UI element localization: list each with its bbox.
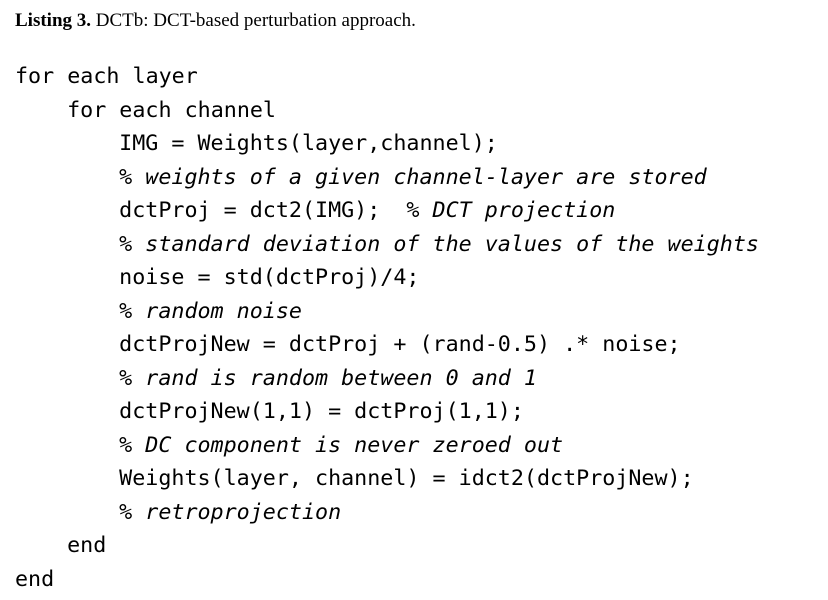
code-text: dctProjNew(1,1) = dctProj(1,1); bbox=[119, 399, 524, 424]
code-line: % rand is random between 0 and 1 bbox=[15, 362, 759, 396]
code-line: IMG = Weights(layer,channel); bbox=[15, 127, 759, 161]
code-text: Weights(layer, channel) = idct2(dctProjN… bbox=[119, 466, 694, 491]
code-line: for each layer bbox=[15, 60, 759, 94]
code-text: for each channel bbox=[67, 97, 276, 123]
code-text: dctProj = dct2(IMG); bbox=[119, 198, 407, 223]
code-comment: % random noise bbox=[119, 298, 302, 324]
code-text: for each layer bbox=[15, 64, 198, 89]
code-comment: % DCT projection bbox=[406, 198, 616, 223]
code-text: end bbox=[15, 566, 55, 592]
code-line: % DC component is never zeroed out bbox=[15, 429, 759, 463]
code-line: dctProj = dct2(IMG); % DCT projection bbox=[15, 194, 759, 228]
code-line: dctProjNew = dctProj + (rand-0.5) .* noi… bbox=[15, 328, 759, 362]
code-comment: % rand is random between 0 and 1 bbox=[119, 365, 537, 391]
code-line: noise = std(dctProj)/4; bbox=[15, 261, 759, 295]
listing-caption: Listing 3. DCTb: DCT-based perturbation … bbox=[15, 9, 416, 33]
code-line: % standard deviation of the values of th… bbox=[15, 228, 759, 262]
code-line: % weights of a given channel-layer are s… bbox=[15, 161, 759, 195]
code-comment: % standard deviation of the values of th… bbox=[119, 231, 759, 257]
code-line: end bbox=[15, 563, 759, 597]
code-text: noise = std(dctProj)/4; bbox=[119, 265, 420, 290]
code-text: dctProjNew = dctProj + (rand-0.5) .* noi… bbox=[119, 332, 681, 357]
code-line: for each channel bbox=[15, 94, 759, 128]
code-comment: % DC component is never zeroed out bbox=[119, 432, 564, 458]
code-comment: % retroprojection bbox=[119, 499, 342, 525]
code-line: % random noise bbox=[15, 295, 759, 329]
listing-caption-text: DCTb: DCT-based perturbation approach. bbox=[91, 10, 416, 31]
code-line: dctProjNew(1,1) = dctProj(1,1); bbox=[15, 395, 759, 429]
code-text: end bbox=[67, 533, 107, 558]
code-line: Weights(layer, channel) = idct2(dctProjN… bbox=[15, 462, 759, 496]
code-comment: % weights of a given channel-layer are s… bbox=[119, 164, 707, 190]
listing-caption-label: Listing 3. bbox=[15, 10, 92, 31]
code-text: IMG = Weights(layer,channel); bbox=[119, 131, 498, 156]
code-line: % retroprojection bbox=[15, 496, 759, 530]
code-line: end bbox=[15, 529, 759, 563]
